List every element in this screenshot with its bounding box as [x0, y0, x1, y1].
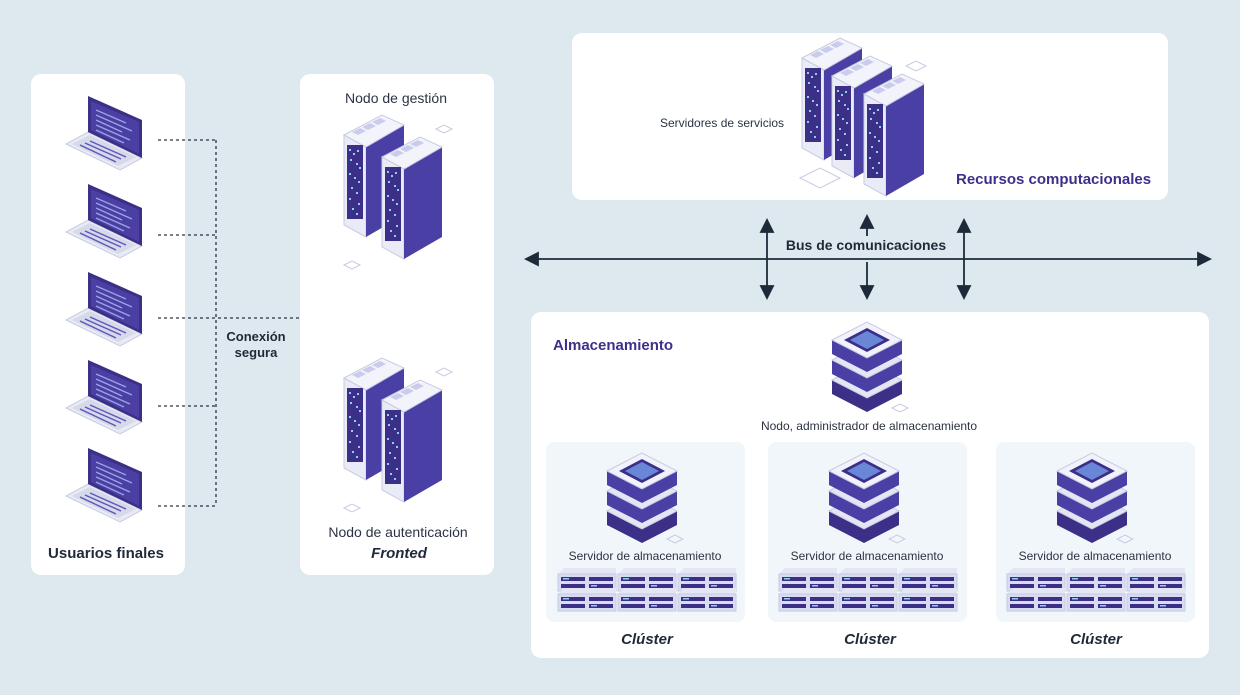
- cluster-caption: Clúster: [844, 631, 896, 648]
- storage-admin-node-label: Nodo, administrador de almacenamiento: [760, 419, 978, 433]
- storage-server-icon: [1056, 452, 1134, 544]
- storage-title: Almacenamiento: [553, 337, 674, 354]
- compute-title: Recursos computacionales: [956, 171, 1152, 188]
- service-servers-icon: [798, 37, 928, 197]
- storage-server-icon: [828, 452, 906, 544]
- auth-node-label: Nodo de autenticación: [328, 524, 468, 540]
- service-servers-label: Servidores de servicios: [660, 116, 785, 130]
- secure-connection-label-line2: segura: [232, 345, 280, 360]
- bus-label: Bus de comunicaciones: [781, 237, 951, 253]
- storage-server-label: Servidor de almacenamiento: [790, 549, 944, 563]
- auth-server-icon: [342, 357, 454, 513]
- storage-server-icon: [606, 452, 684, 544]
- end-users-title: Usuarios finales: [48, 545, 164, 562]
- rack-units-icon: [1006, 567, 1186, 612]
- storage-admin-node-icon: [831, 321, 909, 413]
- storage-server-label: Servidor de almacenamiento: [568, 549, 722, 563]
- cluster-caption: Clúster: [1070, 631, 1122, 648]
- cluster-caption: Clúster: [621, 631, 673, 648]
- management-server-icon: [342, 114, 454, 270]
- management-node-label: Nodo de gestión: [345, 90, 447, 106]
- rack-units-icon: [557, 567, 737, 612]
- frontend-caption: Fronted: [371, 545, 427, 562]
- storage-server-label: Servidor de almacenamiento: [1018, 549, 1172, 563]
- secure-connection-label-line1: Conexión: [224, 329, 288, 344]
- rack-units-icon: [778, 567, 958, 612]
